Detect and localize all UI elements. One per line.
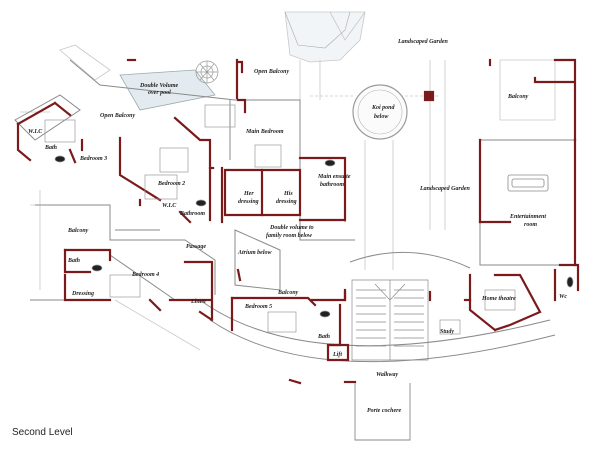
label-koi-pond-1: Koi pond: [371, 105, 396, 111]
label-main-ensuite-1: Main ensuite: [317, 174, 351, 180]
room-labels: Landscaped Garden Double Volume over poo…: [28, 39, 567, 414]
label-dressing: Dressing: [71, 291, 94, 297]
label-bedroom-2: Bedroom 2: [157, 181, 185, 187]
label-walkway: Walkway: [376, 372, 399, 378]
label-double-volume-family-1: Double volume to: [269, 225, 314, 231]
label-main-bedroom: Main Bedroom: [245, 129, 284, 135]
label-atrium: Atrium below: [237, 250, 273, 256]
label-porte-cochere: Porte cochere: [367, 408, 401, 414]
label-wic-left: W.I.C: [28, 129, 43, 135]
label-passage: Passage: [186, 244, 206, 250]
plan-caption: Second Level: [12, 427, 73, 438]
koi-pond: [352, 84, 408, 140]
label-entertainment-1: Entertainment: [509, 214, 546, 220]
label-double-volume-pool: over pool: [148, 90, 171, 96]
label-lift: Lift: [332, 352, 342, 358]
label-wic-mid: W.I.C: [162, 203, 177, 209]
label-bath-lower: Bath: [67, 258, 81, 264]
building-outline: [14, 59, 576, 363]
label-landscaped-garden-mid: Landscaped Garden: [419, 186, 470, 192]
label-balcony-left: Balcony: [67, 228, 89, 234]
label-bathroom-mid: Bathroom: [179, 211, 205, 217]
label-balcony-right: Balcony: [507, 94, 529, 100]
label-home-theatre: Home theatre: [481, 296, 516, 302]
label-bedroom-3: Bedroom 3: [79, 156, 107, 162]
label-double-volume-family-2: family room below: [266, 233, 313, 239]
furniture: [44, 104, 574, 335]
label-bedroom-4: Bedroom 4: [131, 272, 159, 278]
label-bath-left: Bath: [44, 145, 58, 151]
label-wc: Wc: [559, 294, 567, 300]
pool: [119, 11, 351, 111]
label-his-dressing-2: dressing: [276, 199, 297, 205]
label-bedroom-5: Bedroom 5: [244, 304, 272, 310]
label-linen: Linen: [190, 299, 206, 305]
central-staircase: [351, 279, 429, 361]
label-main-ensuite-2: bathroom: [320, 182, 344, 188]
label-his-dressing-1: His: [283, 191, 293, 197]
label-open-balcony-left: Open Balcony: [100, 113, 136, 119]
site-outlines: [20, 11, 556, 351]
label-study: Study: [440, 329, 454, 335]
label-bath-b5: Bath: [317, 334, 331, 340]
label-open-balcony-top: Open Balcony: [254, 69, 290, 75]
spiral-staircase: [195, 60, 219, 84]
label-entertainment-2: room: [524, 222, 537, 228]
label-koi-pond-2: below: [374, 114, 389, 120]
porte-cochere-outline: [354, 383, 411, 441]
label-double-volume-pool-1: Double Volume: [139, 83, 179, 89]
entertainment-fixture: [507, 174, 549, 192]
walls: [16, 58, 580, 385]
label-balcony-mid: Balcony: [277, 290, 299, 296]
label-landscaped-garden-top: Landscaped Garden: [397, 39, 448, 45]
label-her-dressing-1: Her: [243, 191, 254, 197]
label-her-dressing-2: dressing: [238, 199, 259, 205]
